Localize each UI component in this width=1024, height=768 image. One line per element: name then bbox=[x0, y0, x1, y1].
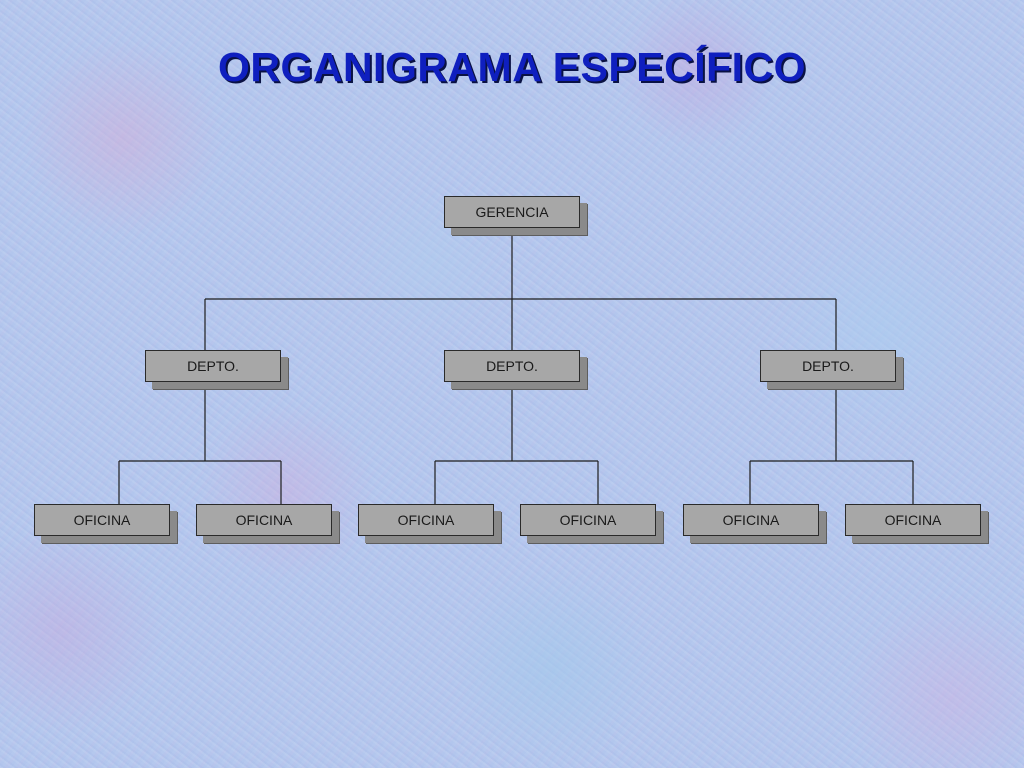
org-node-oficina-2-1: OFICINA bbox=[358, 504, 494, 536]
org-node-oficina-3-2: OFICINA bbox=[845, 504, 981, 536]
org-node-gerencia: GERENCIA bbox=[444, 196, 580, 228]
org-node-oficina-2-2: OFICINA bbox=[520, 504, 656, 536]
slide-title: ORGANIGRAMA ESPECÍFICO bbox=[217, 44, 807, 90]
org-node-oficina-3-1: OFICINA bbox=[683, 504, 819, 536]
org-node-depto-2: DEPTO. bbox=[444, 350, 580, 382]
org-node-oficina-1-2: OFICINA bbox=[196, 504, 332, 536]
org-node-depto-1: DEPTO. bbox=[145, 350, 281, 382]
org-node-oficina-1-1: OFICINA bbox=[34, 504, 170, 536]
org-node-depto-3: DEPTO. bbox=[760, 350, 896, 382]
